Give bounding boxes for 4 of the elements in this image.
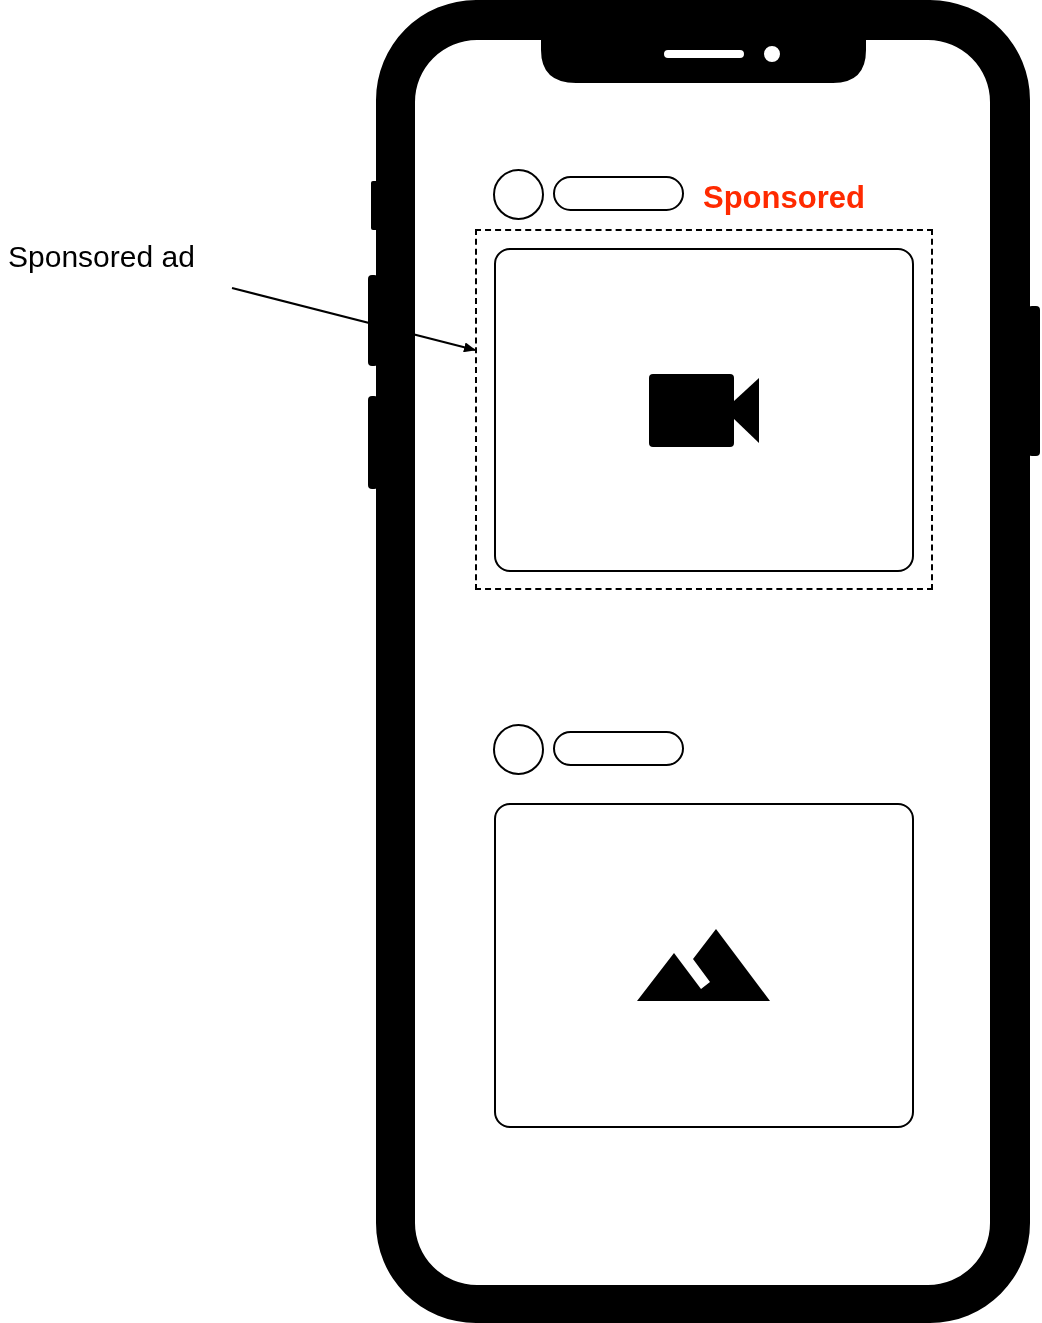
sponsored-tag: Sponsored [703, 175, 865, 222]
leader-arrow [231, 287, 476, 353]
callout-text: Sponsored ad [8, 238, 232, 288]
dashed-highlight-box [475, 229, 933, 590]
